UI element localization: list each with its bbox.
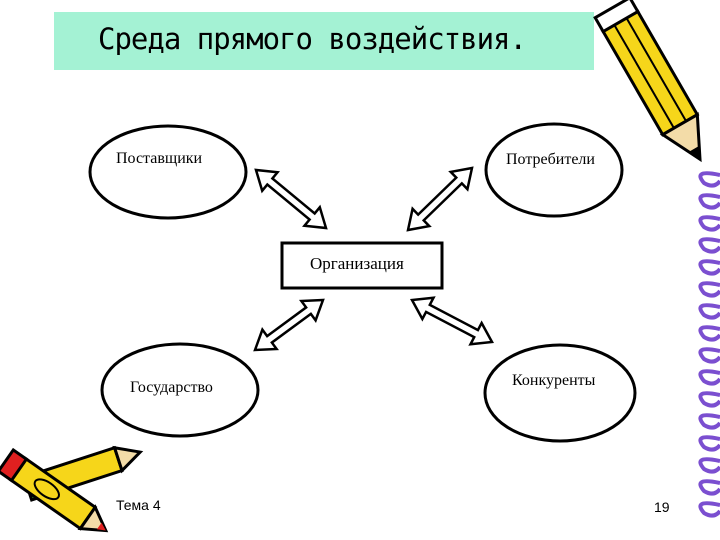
binding-ring: [698, 369, 720, 386]
arrow-competitors-center: [410, 296, 494, 346]
binding-ring: [698, 237, 720, 254]
notebook-binding-icon: [698, 171, 720, 518]
binding-ring: [698, 413, 720, 430]
page-number: 19: [654, 499, 670, 515]
center-label: Организация: [310, 254, 404, 273]
node-state-ellipse: [100, 342, 260, 438]
node-competitors-label: Конкуренты: [512, 372, 596, 389]
node-consumers-label: Потребители: [506, 151, 595, 168]
arrow-consumers-center: [406, 166, 474, 232]
binding-ring: [698, 303, 720, 320]
binding-ring: [698, 501, 720, 518]
node-consumers-ellipse: [484, 122, 624, 218]
binding-ring: [698, 479, 720, 496]
node-state-label: Государство: [130, 379, 213, 396]
binding-ring: [698, 215, 720, 232]
slide-title: Среда прямого воздействия.: [98, 22, 527, 56]
binding-ring: [698, 259, 720, 276]
binding-ring: [698, 347, 720, 364]
binding-ring: [698, 281, 720, 298]
title-background: [54, 12, 594, 70]
footer-topic: Тема 4: [116, 497, 161, 513]
arrow-state-center: [253, 298, 325, 352]
binding-ring: [698, 193, 720, 210]
node-competitors-ellipse: [483, 343, 637, 443]
binding-ring: [698, 391, 720, 408]
node-suppliers-ellipse: [88, 124, 248, 220]
binding-ring: [698, 171, 720, 188]
binding-ring: [698, 457, 720, 474]
pencil-icon: [593, 0, 702, 163]
arrows-group: [253, 166, 494, 352]
binding-ring: [698, 325, 720, 342]
node-suppliers-label: Поставщики: [116, 150, 203, 167]
binding-ring: [698, 435, 720, 452]
crossed-pencils-icon: [0, 445, 144, 533]
arrow-suppliers-center: [254, 168, 328, 230]
center-box: [280, 241, 444, 290]
